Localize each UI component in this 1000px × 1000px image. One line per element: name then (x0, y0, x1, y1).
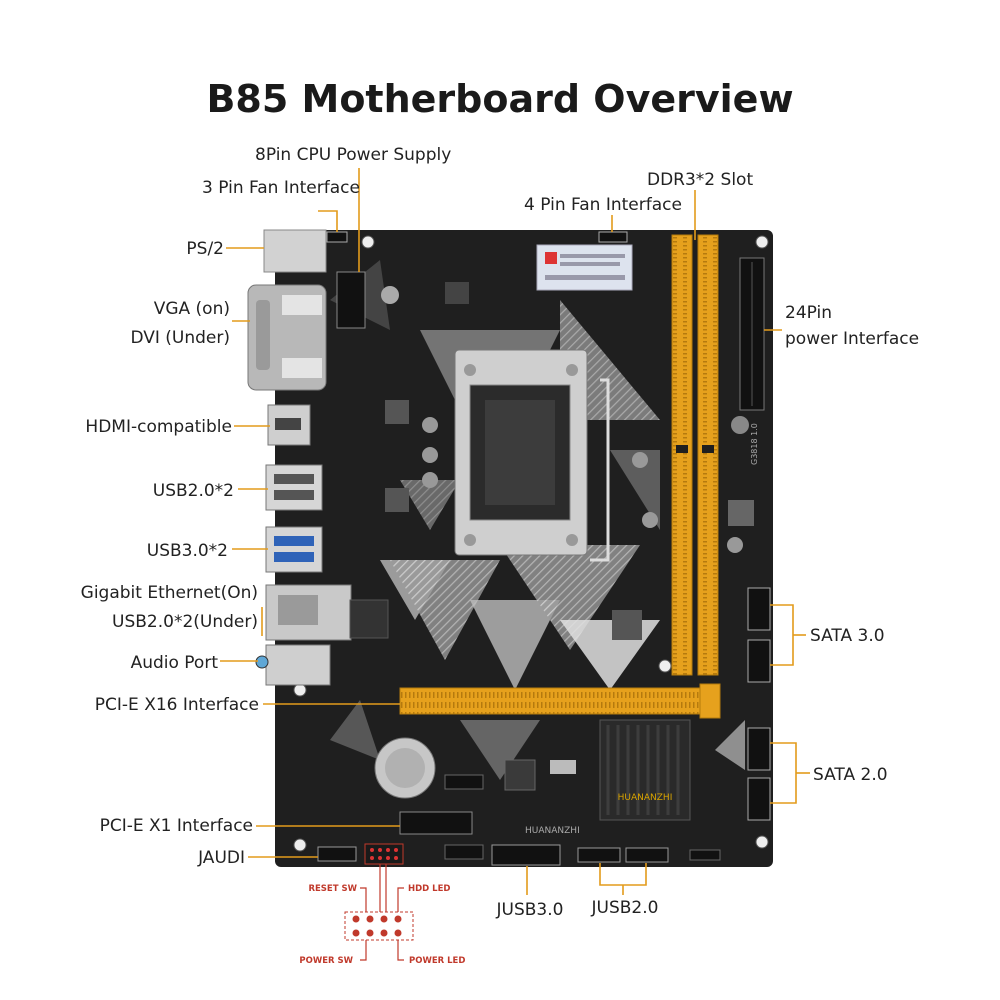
label-dvi: DVI (Under) (130, 328, 230, 348)
label-hdmi: HDMI-compatible (85, 417, 232, 437)
label-24pin: 24Pin (785, 303, 832, 323)
label-usb20-under: USB2.0*2(Under) (112, 612, 258, 632)
board-components (349, 282, 754, 861)
power-led-label: POWER LED (409, 956, 465, 966)
bottom-headers (317, 843, 669, 866)
reset-sw-label: RESET SW (308, 884, 357, 894)
warranty-sticker (536, 244, 633, 291)
pcie-x1-slot (399, 811, 473, 835)
label-ps2: PS/2 (186, 239, 224, 259)
heatsink-brand: HUANANZHI (618, 793, 673, 803)
label-jusb3: JUSB3.0 (496, 900, 564, 920)
label-ethernet: Gigabit Ethernet(On) (81, 583, 258, 603)
silkscreen-brand: HUANANZHI (525, 826, 580, 836)
hdd-led-label: HDD LED (408, 884, 450, 894)
pcie-x16-slot (399, 683, 721, 719)
chipset-heatsink: HUANANZHI (599, 719, 691, 821)
label-fan3: 3 Pin Fan Interface (202, 178, 360, 198)
label-pcie1: PCI-E X1 Interface (100, 816, 253, 836)
audio-port (265, 644, 331, 686)
label-sata2: SATA 2.0 (813, 765, 888, 785)
ddr3-slots (671, 234, 719, 676)
atx-24pin-connector (739, 257, 765, 411)
label-ddr3: DDR3*2 Slot (647, 170, 753, 190)
label-audio: Audio Port (131, 653, 219, 673)
page-title: B85 Motherboard Overview (206, 77, 793, 121)
fan-3pin-header (326, 231, 348, 243)
rear-io (247, 229, 352, 686)
label-jaudi: JAUDI (197, 848, 245, 868)
board-model: G3818 1.0 (750, 423, 759, 465)
leader-lines (220, 168, 810, 895)
label-fan4: 4 Pin Fan Interface (524, 195, 682, 215)
usb30-port (265, 526, 323, 573)
usb20-port (265, 464, 323, 511)
power-sw-label: POWER SW (299, 956, 353, 966)
label-pcie16: PCI-E X16 Interface (95, 695, 259, 715)
fan-4pin-header (598, 231, 628, 243)
label-usb20: USB2.0*2 (153, 481, 234, 501)
label-24pin-power: power Interface (785, 329, 919, 349)
ps2-port (263, 229, 327, 273)
callout-labels: 8Pin CPU Power Supply 3 Pin Fan Interfac… (81, 145, 919, 920)
cpu-socket (454, 349, 610, 562)
cpu-8pin-connector (336, 271, 366, 329)
front-panel-pin-diagram: RESET SW HDD LED POWER SW POWER LED (299, 864, 465, 966)
label-jusb2: JUSB2.0 (591, 898, 659, 918)
label-vga: VGA (on) (154, 299, 230, 319)
label-usb30: USB3.0*2 (147, 541, 228, 561)
label-cpu-power: 8Pin CPU Power Supply (255, 145, 451, 165)
label-sata3: SATA 3.0 (810, 626, 885, 646)
sata-ports (747, 587, 771, 821)
